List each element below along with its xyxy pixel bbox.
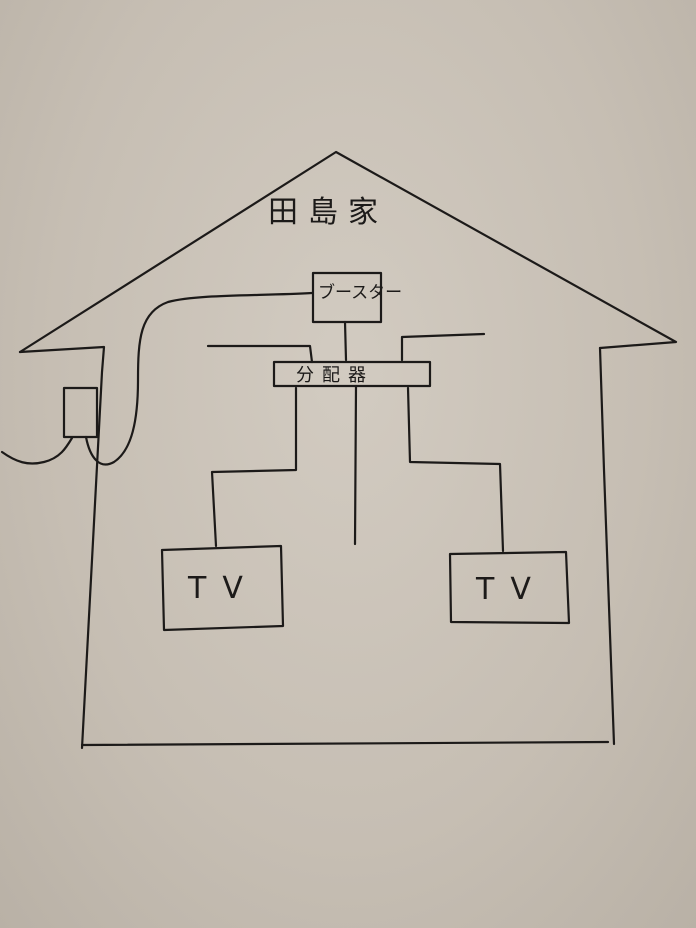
splitter-branch-left-top [206,344,314,364]
splitter-box [272,360,432,388]
cable-to-left-tv [210,386,298,548]
house-right-wall [598,346,616,746]
tv-left-box [160,544,285,632]
house-left-wall [18,345,106,750]
incoming-cable [0,436,74,465]
tv-left-label: TV [188,571,259,606]
tv-right-box [448,550,571,625]
outdoor-junction-box [62,386,99,439]
tv-right-label: TV [476,572,547,607]
booster-label: ブースター [318,283,403,303]
splitter-branch-right-top [400,332,486,362]
cable-to-right-tv [406,386,505,553]
house-roof [18,150,678,354]
booster-to-splitter-cable [343,320,348,362]
house-title: 田島家 [268,195,388,230]
splitter-branch-middle [353,384,358,546]
splitter-label: 分配器 [296,365,374,386]
booster-box [311,271,383,324]
house-floor [80,740,610,747]
cable-to-booster [84,291,314,466]
